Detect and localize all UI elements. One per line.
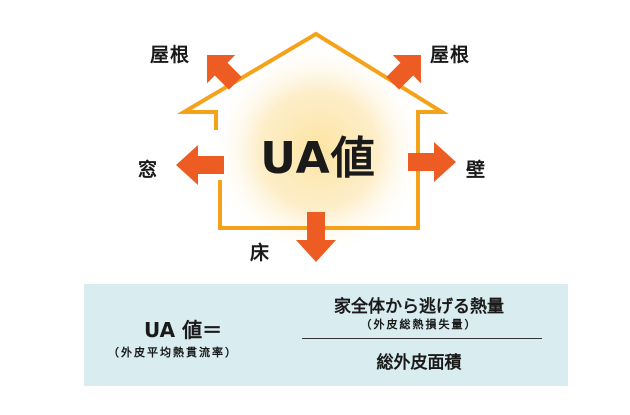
ua-value-title: UA値 [260,133,376,184]
arrow-roof-right [386,55,421,90]
label-window: 窓 [138,159,159,181]
arrow-floor [296,212,336,262]
formula-lhs: UA 値＝ [144,318,223,342]
label-roof-left: 屋根 [150,44,191,66]
formula-box: UA 値＝ （外皮平均熱貫流率） 家全体から逃げる熱量 （外皮総熱損失量） 総外… [84,284,568,386]
formula-denominator: 総外皮面積 [376,353,462,373]
heat-glow [210,42,426,258]
arrow-window [176,145,224,185]
label-roof-right: 屋根 [430,44,471,66]
formula-lhs-sub: （外皮平均熱貫流率） [108,346,238,359]
formula-numerator: 家全体から逃げる熱量 [334,297,504,317]
arrow-wall [408,142,456,182]
house-outline [176,31,450,230]
fraction-line [302,338,542,339]
formula-numerator-sub: （外皮総熱損失量） [360,318,478,331]
arrow-roof-left [207,55,242,90]
label-floor: 床 [250,242,271,264]
label-wall: 壁 [466,159,487,181]
